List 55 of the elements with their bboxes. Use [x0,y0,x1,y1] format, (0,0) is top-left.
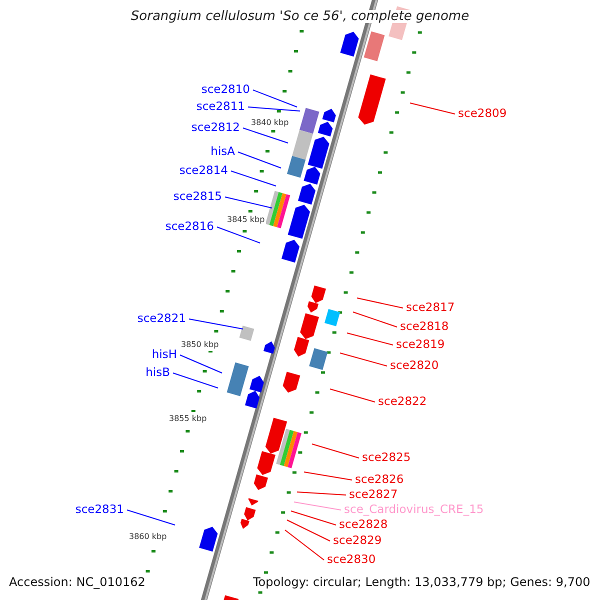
leader-line [126,510,176,526]
leader-line [180,354,222,374]
scale-label: 3840 kbp [250,116,290,129]
gene-label: sce_Cardiovirus_CRE_15 [344,503,484,516]
gene-label: sce2811 [196,100,245,113]
gene-label: sce2809 [458,107,507,120]
leader-line [286,520,330,542]
gene-label: hisH [152,348,177,361]
leader-line [330,388,376,402]
gene-label: hisA [210,145,235,158]
gene-label: sce2816 [165,220,214,233]
leader-line [248,106,300,112]
leader-line [304,472,352,480]
leader-line [340,352,388,366]
leader-line [312,444,360,458]
gene-label: sce2819 [396,338,445,351]
gene-label: sce2825 [362,451,411,464]
leader-line [356,298,404,308]
gene-label: sce2818 [400,320,449,333]
gene-label: sce2828 [339,518,388,531]
leader-line [172,372,218,388]
gene-label: sce2831 [75,503,124,516]
leader-line [238,152,282,168]
scale-label: 3845 kbp [226,213,266,226]
gene-label: sce2815 [173,190,222,203]
leader-line [242,128,288,144]
gene-label: sce2814 [179,164,228,177]
leader-line [352,312,398,328]
gene-label: sce2817 [406,301,455,314]
gene-label: hisB [146,366,170,379]
gene-label: sce2826 [355,473,404,486]
gene-label: sce2821 [137,312,186,325]
info-text: Accession: NC_010162 [9,576,146,589]
gene-label: sce2812 [191,121,240,134]
leader-line [216,226,260,244]
gene-label: sce2829 [333,534,382,547]
leader-line [252,90,298,108]
gene-label: sce2820 [390,359,439,372]
leader-line [290,510,336,526]
info-text: Topology: circular; Length: 13,033,779 bp; Genes: 9,700 [253,576,590,589]
leader-line [284,530,324,560]
scale-label: 3860 kbp [128,530,168,543]
leader-line [230,170,276,186]
gene-label: sce2822 [378,395,427,408]
leader-line [296,492,346,496]
scale-label: 3855 kbp [168,412,208,425]
gene-label: sce2830 [327,553,376,566]
leader-line [294,502,342,510]
leader-line [346,332,394,346]
leader-line [188,318,244,330]
gene-label: sce2810 [201,83,250,96]
leader-line [224,196,272,208]
leader-line [410,102,456,114]
scale-label: 3850 kbp [180,338,220,351]
gene-label: sce2827 [349,488,398,501]
